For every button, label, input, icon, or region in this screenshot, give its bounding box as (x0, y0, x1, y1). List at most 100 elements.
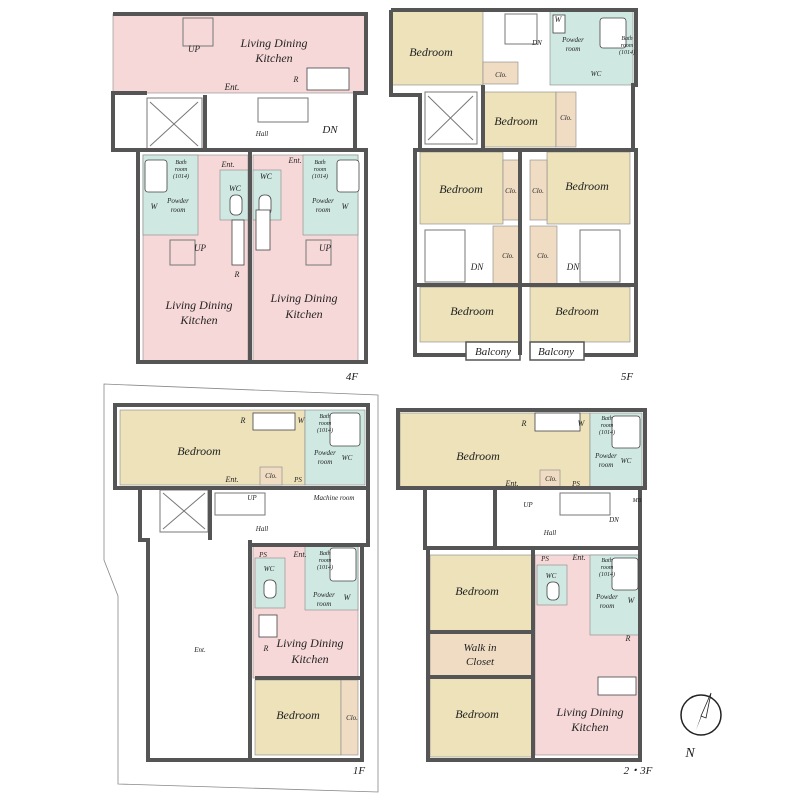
23f-wc-label: WC (546, 572, 557, 580)
5f-balcony-2 (529, 341, 585, 361)
5f-bed-1 (390, 9, 484, 86)
floor-23f: Bedroom Bedroom Bedroom Walk in Closet L… (396, 408, 653, 777)
4f-r-top: R (293, 75, 299, 84)
5f-clo-5 (492, 225, 521, 285)
5f-clo-2-label: Clo. (560, 114, 572, 122)
23f-up-label: UP (523, 501, 533, 509)
5f-clo-5-label: Clo. (502, 252, 514, 260)
23f-walkin-label-1: Walk in (464, 642, 497, 654)
5f-dn-top: DN (531, 39, 542, 47)
5f-wc: WC (591, 70, 602, 78)
floor-label-23f: 2・3F (624, 765, 653, 777)
1f-bath-top-2: room (319, 421, 332, 427)
4f-ldk-right-label-2: Kitchen (284, 307, 322, 321)
1f-clo-2-label: Clo. (346, 714, 358, 722)
5f-bed-3 (419, 151, 504, 225)
4f-r-left: R (234, 270, 240, 279)
4f-w-right: W (342, 202, 350, 211)
23f-ps-top: PS (571, 480, 580, 488)
1f-r: R (263, 644, 269, 653)
1f-bath-3: (1014) (317, 564, 333, 571)
1f-bath-2: room (319, 558, 332, 564)
1f-machine-label: Machine room (313, 494, 355, 502)
floor-label-5f: 5F (621, 371, 634, 383)
1f-ps-top: PS (293, 476, 302, 484)
1f-w-top: W (298, 416, 306, 425)
23f-bath-top-3: (1014) (599, 429, 615, 436)
4f-ldk-left-label-1: Living Dining (164, 298, 232, 312)
4f-bath-left-3: (1014) (173, 173, 189, 180)
23f-powder-1: Powder (595, 593, 618, 601)
floor-label-1f: 1F (353, 765, 366, 777)
4f-ent-right: Ent. (287, 156, 301, 165)
4f-bath-right-1: Bath (314, 160, 325, 166)
4f-up-label: UP (188, 44, 200, 54)
23f-ent-2: Ent. (571, 553, 585, 562)
4f-wc-right-label: WC (260, 172, 273, 181)
5f-bed-6-label: Bedroom (555, 304, 599, 318)
1f-ent-2: Ent. (292, 550, 306, 559)
1f-ps: PS (258, 551, 267, 559)
5f-bed-3-label: Bedroom (439, 182, 483, 196)
4f-ent-label: Ent. (224, 82, 240, 92)
23f-bed-3-label: Bedroom (455, 707, 499, 721)
23f-ldk-label-2: Kitchen (570, 720, 608, 734)
4f-up-left: UP (194, 243, 206, 253)
1f-powder-2: room (317, 600, 332, 608)
5f-bath-2: room (621, 43, 634, 49)
4f-bath-left-2: room (175, 167, 188, 173)
1f-powder-1: Powder (312, 591, 335, 599)
floor-5f: Bedroom Bedroom Bedroom Bedroom Bedroom … (389, 8, 638, 383)
5f-clo-top (482, 61, 519, 85)
4f-ldk-right-label-1: Living Dining (269, 291, 337, 305)
4f-w-left: W (151, 202, 159, 211)
floor-1f: Bedroom Bedroom Living Dining Kitchen En… (103, 383, 379, 793)
23f-ent-1: Ent. (504, 479, 518, 488)
4f-powder-left-1: Powder (166, 197, 189, 205)
4f-ent-left: Ent. (220, 160, 234, 169)
4f-powder-right-2: room (316, 206, 331, 214)
1f-ldk-label-1: Living Dining (275, 636, 343, 650)
5f-bed-5-label: Bedroom (450, 304, 494, 318)
23f-walkin (429, 631, 534, 678)
23f-powder-top-1: Powder (594, 452, 617, 460)
23f-bath-top-1: Bath (601, 416, 612, 422)
1f-ent-hall (148, 540, 248, 758)
floor-label-4f: 4F (346, 371, 359, 383)
1f-clo-1 (259, 466, 283, 486)
5f-bed-6 (529, 286, 631, 343)
4f-ldk-top-label-1: Living Dining (239, 36, 307, 50)
1f-wc-label: WC (264, 565, 275, 573)
5f-bed-2 (482, 91, 557, 148)
23f-dn-label: DN (608, 516, 619, 524)
23f-ps: PS (540, 555, 549, 563)
5f-balcony-1-label: Balcony (475, 346, 511, 358)
23f-wc-top-label: WC (621, 457, 632, 465)
compass: N (680, 692, 722, 761)
1f-site-outline (103, 383, 379, 793)
compass-n-label: N (684, 746, 695, 761)
1f-hall-label: Hall (255, 525, 269, 533)
1f-wc-top-label: WC (342, 454, 353, 462)
5f-powder-1: Powder (561, 36, 584, 44)
23f-mb: MB (632, 498, 642, 504)
1f-ent-main: Ent. (193, 646, 206, 654)
5f-clo-6-label: Clo. (537, 252, 549, 260)
5f-clo-3-label: Clo. (505, 187, 517, 195)
23f-bed-1-label: Bedroom (456, 449, 500, 463)
4f-wc-left-label: WC (229, 184, 242, 193)
23f-w-top: W (578, 419, 586, 428)
5f-bed-4-label: Bedroom (565, 179, 609, 193)
23f-clo-label: Clo. (545, 475, 557, 483)
23f-ldk-label-1: Living Dining (555, 705, 623, 719)
5f-clo-4 (529, 159, 548, 221)
23f-hall (495, 490, 640, 548)
1f-bath-top-3: (1014) (317, 427, 333, 434)
23f-walkin-label-2: Closet (466, 656, 495, 668)
23f-bed-2-label: Bedroom (455, 584, 499, 598)
5f-clo-4-label: Clo. (532, 187, 544, 195)
5f-powder-2: room (566, 45, 581, 53)
5f-clo-6 (529, 225, 558, 285)
1f-powder-top-1: Powder (313, 449, 336, 457)
4f-bath-right-2: room (314, 167, 327, 173)
